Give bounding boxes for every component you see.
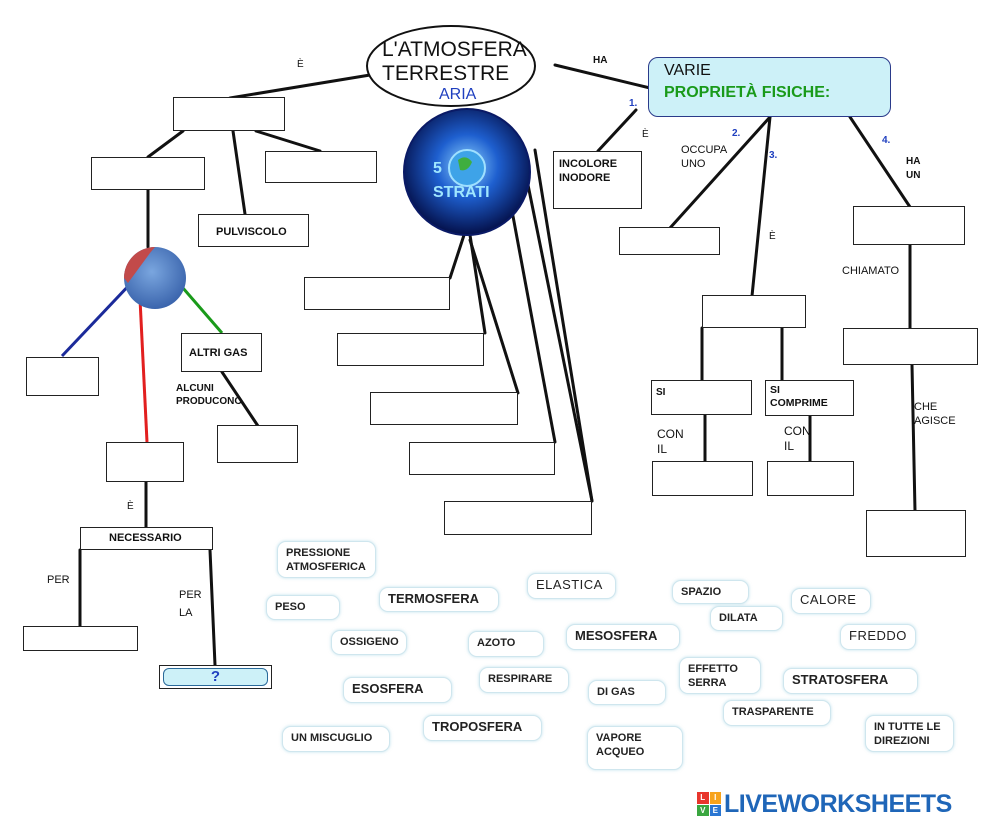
altri-gas-text: ALTRI GAS	[189, 347, 248, 359]
answer-box-top[interactable]	[173, 97, 285, 131]
label-ha-right: HA	[593, 55, 608, 66]
chip-vapore[interactable]: VAPORE ACQUEO	[587, 726, 683, 770]
chip-dilata[interactable]: DILATA	[710, 606, 783, 631]
label-e-necessario: È	[127, 501, 134, 512]
chip-trasparente[interactable]: TRASPARENTE	[723, 700, 831, 726]
title-sub: ARIA	[439, 86, 477, 103]
pulviscolo-box: PULVISCOLO	[198, 214, 309, 247]
answer-box-alcuni[interactable]	[217, 425, 298, 463]
chip-troposfera[interactable]: TROPOSFERA	[423, 715, 542, 741]
pulviscolo-text: PULVISCOLO	[216, 226, 287, 238]
answer-box-agisce[interactable]	[866, 510, 966, 557]
answer-box-left1[interactable]	[91, 157, 205, 190]
label-per-la: PER LA	[179, 589, 202, 619]
answer-box-per[interactable]	[23, 626, 138, 651]
question-box[interactable]: ?	[159, 665, 272, 689]
answer-box-red[interactable]	[106, 442, 184, 482]
strato-box-2[interactable]	[337, 333, 484, 366]
brand-badge-l: L	[697, 792, 709, 804]
strato-box-3[interactable]	[370, 392, 518, 425]
label-e-mid: È	[769, 231, 776, 242]
chip-miscuglio[interactable]: UN MISCUGLIO	[282, 726, 390, 752]
incolore-text: INCOLORE INODORE	[559, 158, 618, 184]
chip-respirare[interactable]: RESPIRARE	[479, 667, 569, 693]
planet-label: STRATI	[433, 184, 490, 201]
chip-mesosfera[interactable]: MESOSFERA	[566, 624, 680, 650]
brand-name: LIVEWORKSHEETS	[724, 790, 952, 818]
chip-digas[interactable]: DI GAS	[588, 680, 666, 705]
brand-badge-i: I	[709, 792, 721, 804]
label-alcuni: ALCUNI PRODUCONO	[176, 383, 243, 407]
number-3: 3.	[769, 150, 778, 161]
chip-termosfera[interactable]: TERMOSFERA	[379, 587, 499, 612]
answer-box-con-il-2[interactable]	[767, 461, 854, 496]
answer-box-chiamato[interactable]	[843, 328, 978, 365]
planet-count: 5	[433, 160, 442, 177]
chip-peso[interactable]: PESO	[266, 595, 340, 620]
properties-line1: VARIE	[664, 62, 711, 79]
number-1: 1.	[629, 98, 638, 109]
answer-box-ha-un[interactable]	[853, 206, 965, 245]
si-comprime-text: SI COMPRIME	[770, 384, 828, 409]
title-line2: TERRESTRE	[382, 62, 510, 85]
brand-badge: L I V E	[697, 792, 721, 816]
number-4: 4.	[882, 135, 891, 146]
label-e-incolore: È	[642, 129, 649, 140]
answer-box-right1[interactable]	[265, 151, 377, 183]
label-con-il-1: CON IL	[657, 427, 684, 456]
altri-gas-box: ALTRI GAS	[181, 333, 262, 372]
label-per: PER	[47, 574, 70, 586]
si-comprime-box: SI COMPRIME	[765, 380, 854, 416]
title-line1: L'ATMOSFERA	[382, 38, 527, 61]
label-chiamato: CHIAMATO	[842, 265, 900, 277]
chip-freddo[interactable]: FREDDO	[840, 624, 916, 650]
question-inner: ?	[163, 668, 268, 686]
chip-elastica[interactable]: ELASTICA	[527, 573, 616, 599]
chip-effetto[interactable]: EFFETTO SERRA	[679, 657, 761, 694]
label-che-agisce: CHE AGISCE	[914, 401, 956, 427]
label-e-left: È	[297, 59, 304, 70]
chip-pressione[interactable]: PRESSIONE ATMOSFERICA	[277, 541, 376, 578]
properties-line2: PROPRIETÀ FISICHE:	[664, 84, 831, 101]
chip-azoto[interactable]: AZOTO	[468, 631, 544, 657]
label-occupa: OCCUPA UNO	[681, 144, 728, 170]
incolore-box: INCOLORE INODORE	[553, 151, 642, 209]
strato-box-4[interactable]	[409, 442, 555, 475]
properties-box: VARIE PROPRIETÀ FISICHE:	[648, 57, 891, 117]
brand-badge-e: E	[709, 804, 721, 816]
si-text: SI	[656, 387, 666, 398]
brand-badge-v: V	[697, 804, 709, 816]
necessario-box: NECESSARIO	[80, 527, 213, 550]
chip-esosfera[interactable]: ESOSFERA	[343, 677, 452, 703]
question-mark: ?	[210, 668, 221, 685]
chip-calore[interactable]: CALORE	[791, 588, 871, 614]
label-con-il-2: CON IL	[784, 424, 811, 453]
answer-box-con-il-1[interactable]	[652, 461, 753, 496]
answer-box-e[interactable]	[702, 295, 806, 328]
necessario-text: NECESSARIO	[109, 532, 182, 544]
strato-box-1[interactable]	[304, 277, 450, 310]
chip-stratosfera[interactable]: STRATOSFERA	[783, 668, 918, 694]
si-box: SI	[651, 380, 752, 415]
chip-spazio[interactable]: SPAZIO	[672, 580, 749, 604]
label-ha-un: HA UN	[906, 156, 921, 181]
number-2: 2.	[732, 128, 741, 139]
chip-direzioni[interactable]: IN TUTTE LE DIREZIONI	[865, 715, 954, 752]
brand-logo: L I V E LIVEWORKSHEETS	[697, 790, 997, 820]
chip-ossigeno[interactable]: OSSIGENO	[331, 630, 407, 655]
strato-box-5[interactable]	[444, 501, 592, 535]
answer-box-blue[interactable]	[26, 357, 99, 396]
answer-box-occupa[interactable]	[619, 227, 720, 255]
